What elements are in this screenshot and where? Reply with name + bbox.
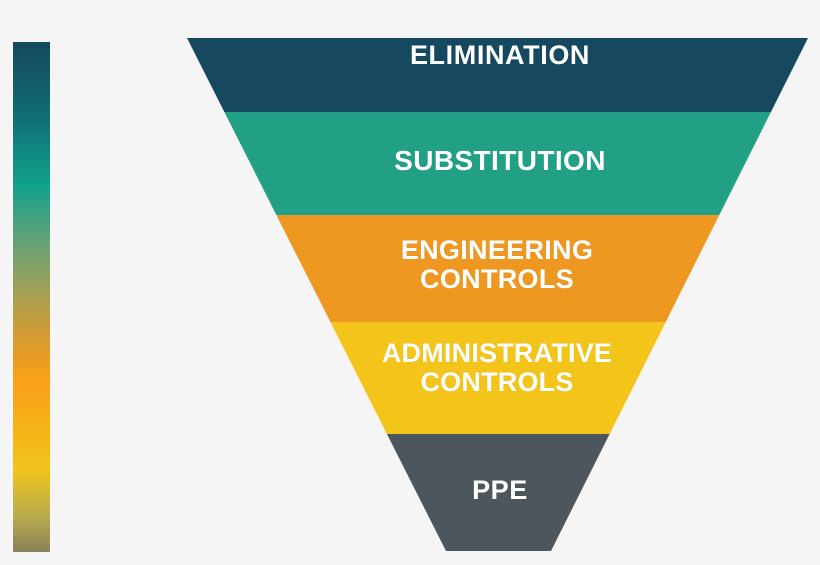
funnel-band-elimination[interactable] bbox=[0, 38, 820, 112]
severity-gradient-bar bbox=[13, 42, 50, 552]
funnel-band-administrative-controls[interactable] bbox=[0, 322, 820, 434]
funnel-band-ppe[interactable] bbox=[0, 434, 820, 551]
funnel-band-substitution[interactable] bbox=[0, 112, 820, 215]
funnel-band-engineering-controls[interactable] bbox=[0, 215, 820, 322]
